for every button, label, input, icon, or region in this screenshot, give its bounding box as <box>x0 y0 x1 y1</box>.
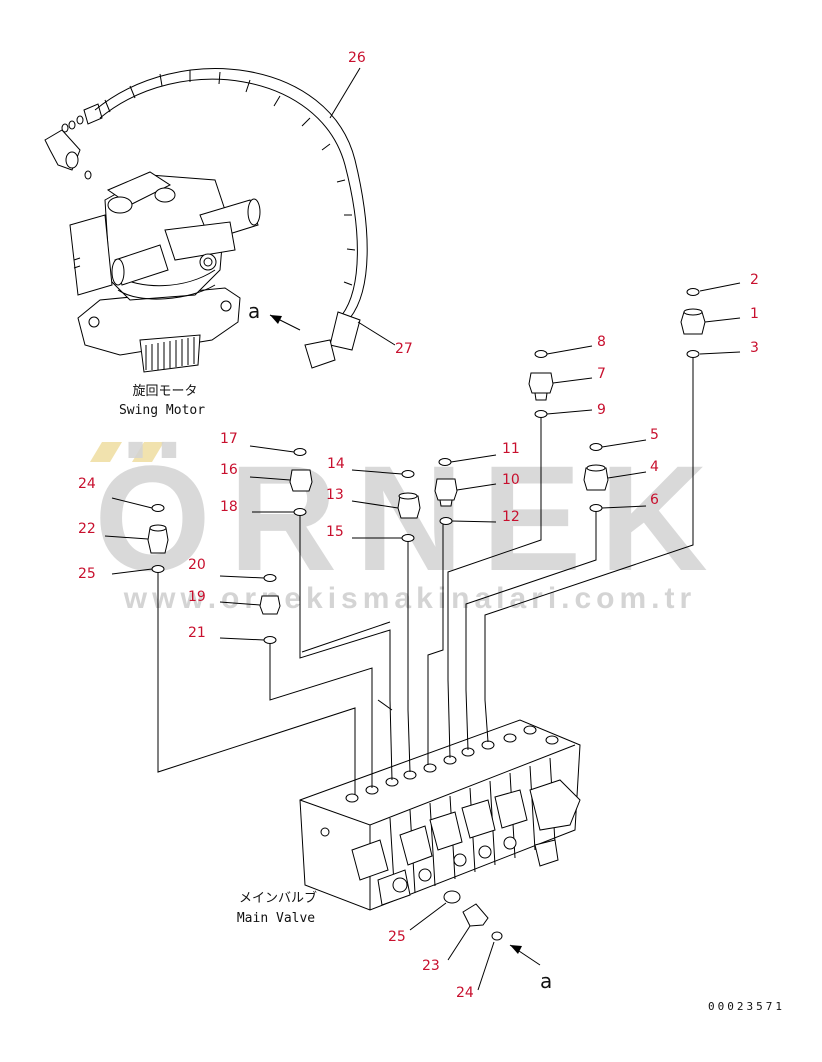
part-label-27: 27 <box>395 341 413 357</box>
part-label-23: 23 <box>422 958 440 974</box>
part-label-9: 9 <box>597 402 606 418</box>
pipe-lines <box>157 355 694 795</box>
part-label-22: 22 <box>78 521 96 537</box>
part-label-24-bottom: 24 <box>456 985 474 1001</box>
leader-lines <box>104 67 741 991</box>
part-label-3: 3 <box>750 340 759 356</box>
fittings <box>147 288 706 941</box>
part-label-19: 19 <box>188 589 206 605</box>
swing-motor-caption-jp: 旋回モータ <box>132 384 197 399</box>
part-label-25-bottom: 25 <box>388 929 406 945</box>
part-label-14: 14 <box>327 456 345 472</box>
view-a-arrow-top <box>270 315 282 324</box>
part-label-18: 18 <box>220 499 238 515</box>
hose-26 <box>94 68 368 369</box>
view-a-label-top: a <box>248 299 260 323</box>
part-label-15: 15 <box>326 524 344 540</box>
part-label-7: 7 <box>597 366 606 382</box>
view-a-arrow-bottom <box>510 945 522 954</box>
drawing-number: 00023571 <box>708 1000 785 1013</box>
main-valve-caption-en: Main Valve <box>237 911 315 926</box>
part-label-4: 4 <box>650 459 659 475</box>
part-label-25-top: 25 <box>78 566 96 582</box>
part-label-24-top: 24 <box>78 476 96 492</box>
part-label-5: 5 <box>650 427 659 443</box>
part-label-6: 6 <box>650 492 659 508</box>
part-label-16: 16 <box>220 462 238 478</box>
valve-spools <box>320 779 581 906</box>
swing-motor <box>44 103 261 373</box>
main-valve-caption-jp: メインバルブ <box>239 890 317 906</box>
part-label-17: 17 <box>220 431 238 447</box>
watermark-url: www.ornekismakinalari.com.tr <box>123 582 696 615</box>
view-a-label-bottom: a <box>540 969 552 993</box>
watermark-umlaut-right <box>132 442 164 462</box>
watermark-umlaut-left <box>90 442 122 462</box>
part-label-2: 2 <box>750 272 759 288</box>
part-label-1: 1 <box>750 306 759 322</box>
part-label-20: 20 <box>188 557 206 573</box>
part-label-10: 10 <box>502 472 520 488</box>
part-label-21: 21 <box>188 625 206 641</box>
part-label-12: 12 <box>502 509 520 525</box>
main-valve <box>299 719 581 911</box>
part-label-8: 8 <box>597 334 606 350</box>
part-label-26: 26 <box>348 50 366 66</box>
part-label-11: 11 <box>502 441 520 457</box>
part-labels: 2 1 3 8 7 9 5 4 6 11 10 12 14 13 15 17 1… <box>78 50 759 1001</box>
part-label-13: 13 <box>326 487 344 503</box>
swing-motor-caption-en: Swing Motor <box>119 403 205 418</box>
